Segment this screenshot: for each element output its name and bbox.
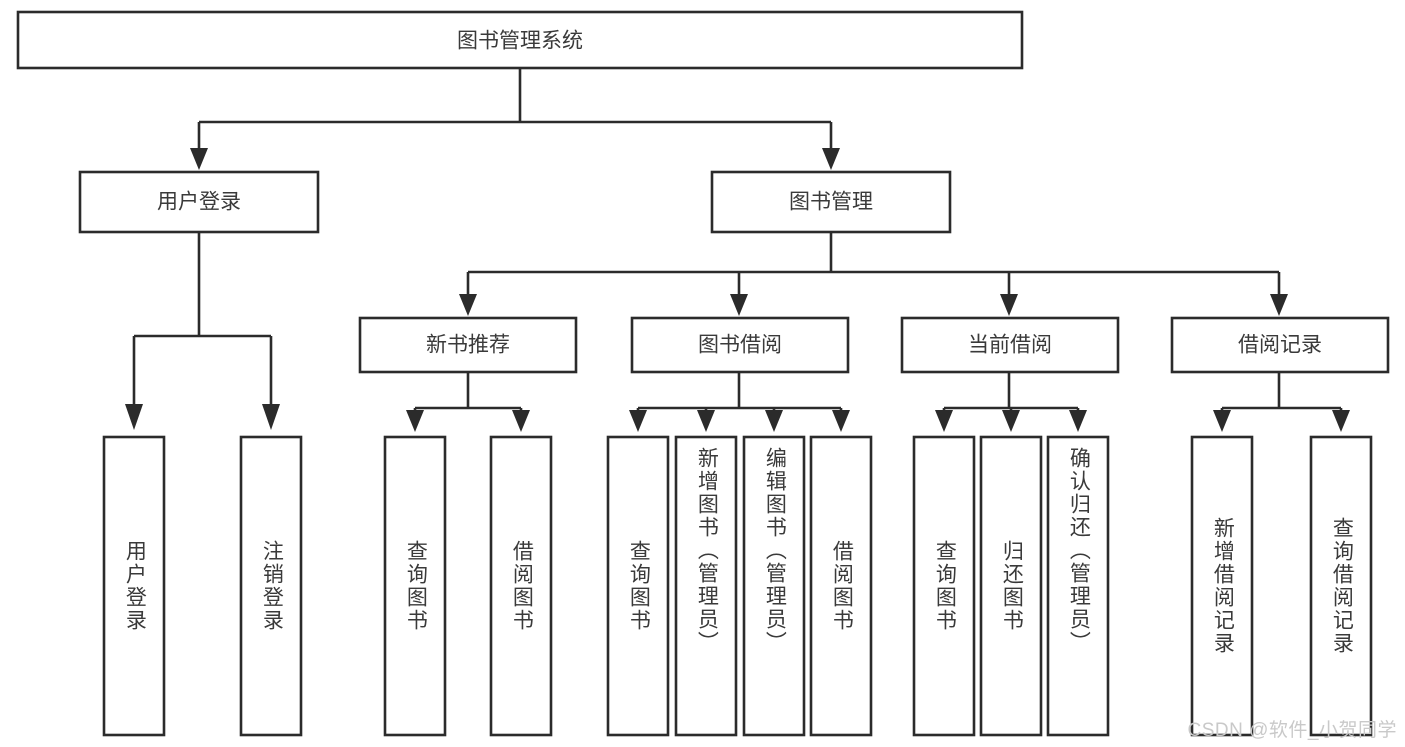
node-leaf-bb-1-box[interactable]: [674, 435, 738, 737]
node-level2-current-borrow-box[interactable]: [900, 316, 1120, 374]
watermark-text: CSDN @软件_小贺同学: [1187, 720, 1397, 741]
node-leaf-br-0-box[interactable]: [1190, 435, 1254, 737]
connector-group-book-borrow: [629, 372, 850, 432]
node-level1-book-manage-box[interactable]: [710, 170, 952, 234]
node-leaf-nbr-0-box[interactable]: [383, 435, 447, 737]
node-level2-borrow-record-box[interactable]: [1170, 316, 1390, 374]
arrow-head-leaf-bb-2: [765, 410, 783, 432]
node-level1-user-login-box[interactable]: [78, 170, 320, 234]
arrow-head-leaf-bb-3: [832, 410, 850, 432]
connector-group-book-manage: [459, 232, 1288, 316]
node-level2-book-borrow-label: 图书借阅: [698, 334, 782, 357]
arrow-head-leaf-nbr-1: [512, 410, 530, 432]
node-root-box[interactable]: [16, 10, 1024, 70]
node-leaf-cb-2-box[interactable]: [1046, 435, 1110, 737]
connector-group-borrow-record: [1213, 372, 1350, 432]
arrow-head-user-login: [190, 148, 208, 170]
connector-group-root: [190, 68, 840, 170]
node-leaf-cb-0-box[interactable]: [912, 435, 976, 737]
arrow-head-leaf-nbr-0: [406, 410, 424, 432]
node-level2-new-book-recommend-box[interactable]: [358, 316, 578, 374]
node-leaf-user-login-1-box[interactable]: [239, 435, 303, 737]
connector-group-user-login: [125, 232, 280, 430]
arrow-head-leaf-bb-1: [697, 410, 715, 432]
node-leaf-bb-2-box[interactable]: [742, 435, 806, 737]
arrow-head-level2-2: [1000, 294, 1018, 316]
connector-group-new-book-recommend: [406, 372, 530, 432]
node-leaf-nbr-1-box[interactable]: [489, 435, 553, 737]
node-root-label: 图书管理系统: [457, 30, 583, 53]
arrow-head-level2-1: [730, 294, 748, 316]
node-leaf-br-1-box[interactable]: [1309, 435, 1373, 737]
arrow-head-level2-3: [1270, 294, 1288, 316]
arrow-head-leaf-user-login-1: [262, 404, 280, 430]
node-leaf-cb-1-box[interactable]: [979, 435, 1043, 737]
arrow-head-leaf-br-1: [1332, 410, 1350, 432]
arrow-head-book-manage: [822, 148, 840, 170]
node-level2-borrow-record-label: 借阅记录: [1238, 334, 1322, 357]
arrow-head-leaf-cb-1: [1002, 410, 1020, 432]
arrow-head-level2-0: [459, 294, 477, 316]
arrow-head-leaf-bb-0: [629, 410, 647, 432]
node-leaf-bb-3-box[interactable]: [809, 435, 873, 737]
node-leaf-bb-0-box[interactable]: [606, 435, 670, 737]
node-level1-user-login-label: 用户登录: [157, 191, 241, 214]
node-leaf-user-login-0-box[interactable]: [102, 435, 166, 737]
arrow-head-leaf-user-login-0: [125, 404, 143, 430]
arrow-head-leaf-br-0: [1213, 410, 1231, 432]
connector-group-current-borrow: [935, 372, 1087, 432]
node-level2-current-borrow-label: 当前借阅: [968, 334, 1052, 357]
node-level1-book-manage-label: 图书管理: [789, 191, 873, 214]
node-level2-book-borrow-box[interactable]: [630, 316, 850, 374]
node-level2-new-book-recommend-label: 新书推荐: [426, 334, 510, 357]
arrow-head-leaf-cb-0: [935, 410, 953, 432]
arrow-head-leaf-cb-2: [1069, 410, 1087, 432]
